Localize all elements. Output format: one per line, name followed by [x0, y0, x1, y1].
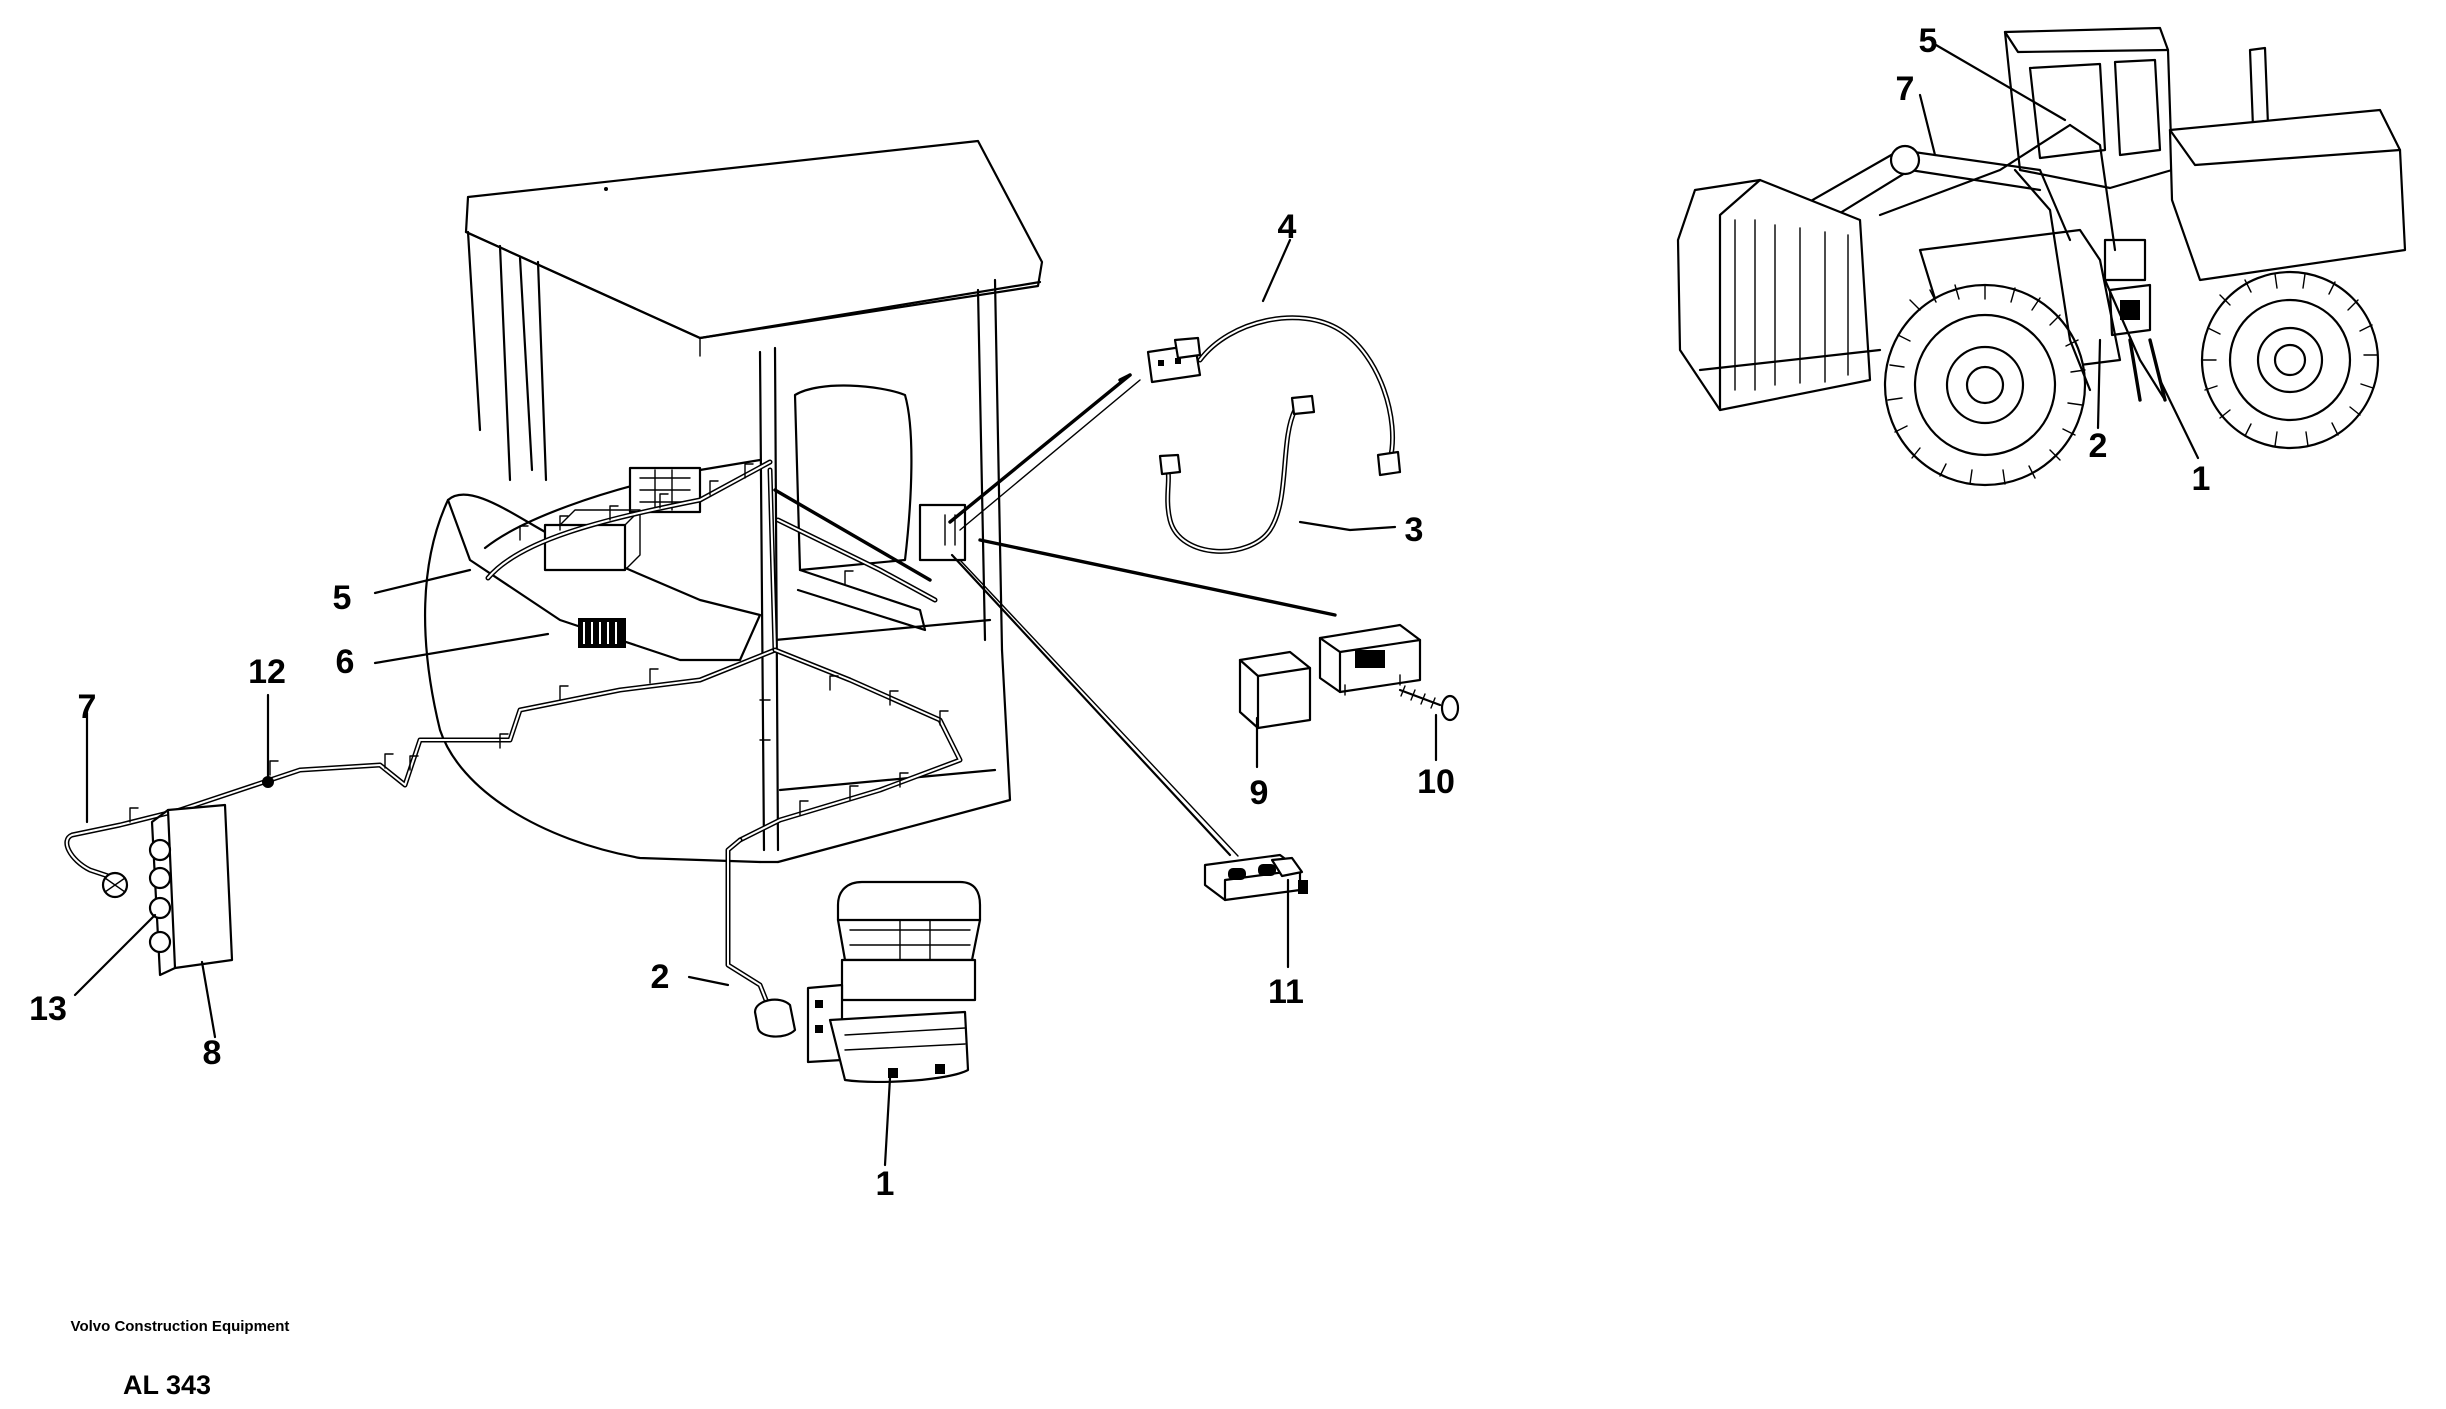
- callout-13: 13: [29, 990, 67, 1028]
- callout-6: 6: [336, 643, 355, 681]
- part-3-cable: [1158, 394, 1316, 554]
- footer-company-name: Volvo Construction Equipment: [70, 1318, 290, 1335]
- callout-1: 1: [876, 1165, 895, 1203]
- cab-drawing: [423, 139, 1044, 864]
- callout-2: 2: [651, 958, 670, 996]
- callout-10: 10: [1417, 763, 1455, 801]
- footer-drawing-code: AL 343: [123, 1370, 212, 1400]
- overview-callout-2: 2: [2089, 427, 2108, 465]
- callout-8: 8: [203, 1034, 222, 1072]
- overview-callout-1: 1: [2192, 460, 2211, 498]
- overview-callout-5: 5: [1919, 22, 1938, 60]
- callout-5: 5: [333, 579, 352, 617]
- part-2-connector: [753, 998, 797, 1038]
- callout-labels: 4 3 5 6 12 7 9 10 2 11 13 8 1 5 7 2 1: [29, 22, 2210, 1203]
- callout-9: 9: [1250, 774, 1269, 812]
- part-8-connector-block: [101, 803, 234, 977]
- wheel-loader-overview: [1676, 26, 2407, 487]
- part-10-screw: [1398, 685, 1460, 722]
- harness-drawing: [64, 459, 963, 1013]
- part-4-cable: [948, 315, 1402, 531]
- part-9-component: [978, 538, 1422, 730]
- callout-12: 12: [248, 653, 286, 691]
- overview-callout-7: 7: [1896, 70, 1915, 108]
- leader-lines: [73, 43, 2200, 1167]
- callout-7: 7: [78, 688, 97, 726]
- part-1-component: [806, 880, 982, 1084]
- callout-11: 11: [1268, 973, 1304, 1011]
- part-11-component: [950, 553, 1308, 902]
- callout-4: 4: [1278, 208, 1297, 246]
- callout-3: 3: [1405, 511, 1424, 549]
